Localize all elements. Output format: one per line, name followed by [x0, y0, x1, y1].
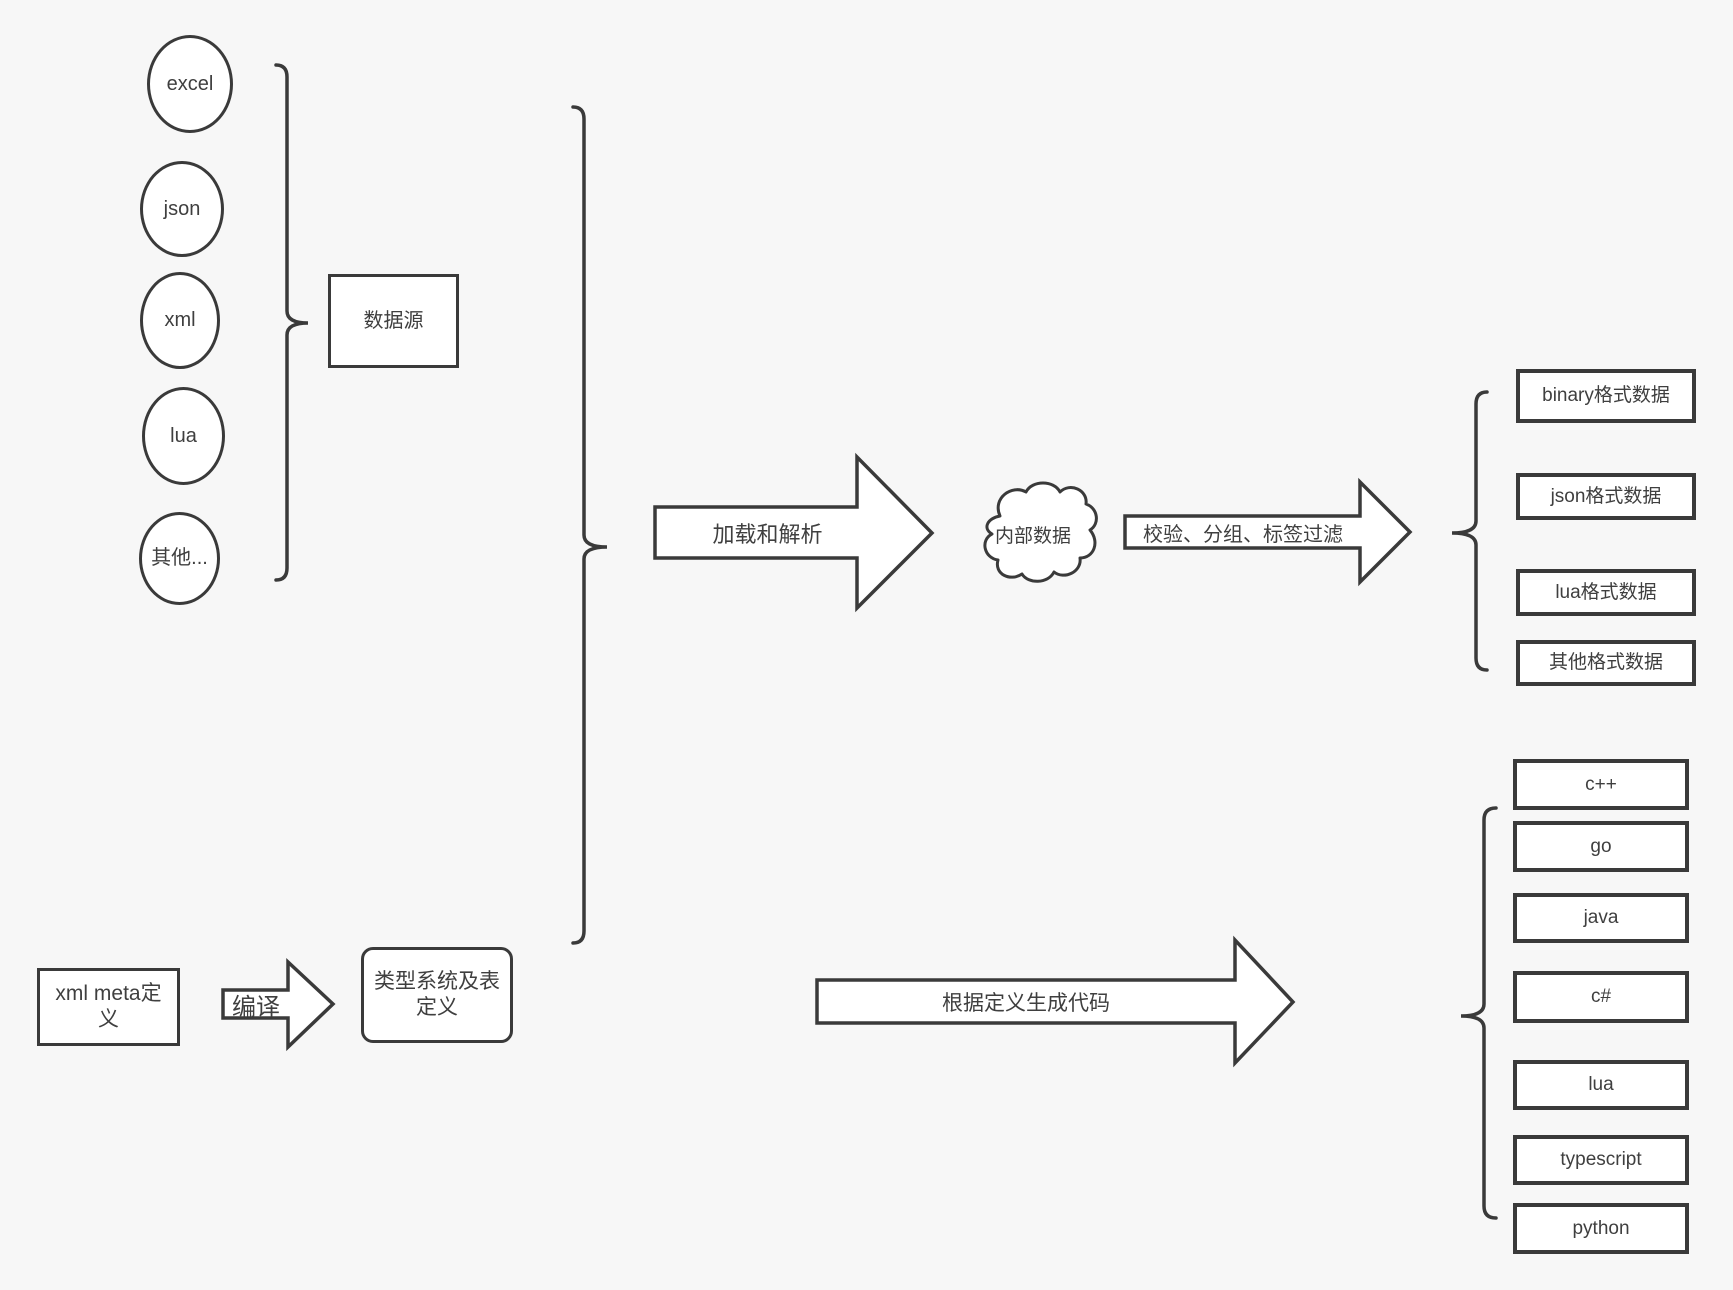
- output-formats-brace: [1451, 390, 1489, 672]
- language-box-java-label: java: [1583, 907, 1619, 929]
- sources-brace: [274, 63, 309, 582]
- source-node-excel-label: excel: [166, 72, 214, 95]
- xml-meta-definition-box-label: xml meta定 义: [55, 981, 162, 1031]
- compile-arrow-label: 编译: [232, 993, 280, 1021]
- source-node-other: 其他...: [139, 512, 220, 605]
- language-box-lua: lua: [1513, 1060, 1689, 1110]
- source-node-lua: lua: [142, 387, 225, 485]
- language-box-cpp: c++: [1513, 759, 1689, 810]
- language-box-python: python: [1513, 1203, 1689, 1254]
- source-node-excel: excel: [147, 35, 233, 133]
- data-source-box-label: 数据源: [363, 309, 424, 332]
- xml-meta-definition-box: xml meta定 义: [37, 968, 180, 1046]
- compile-arrow-shape: [221, 957, 336, 1052]
- output-box-binary: binary格式数据: [1516, 369, 1696, 423]
- language-box-csharp: c#: [1513, 971, 1689, 1023]
- language-box-csharp-label: c#: [1590, 986, 1612, 1008]
- output-box-other: 其他格式数据: [1516, 640, 1696, 686]
- language-box-python-label: python: [1572, 1217, 1630, 1239]
- source-node-other-label: 其他...: [151, 547, 208, 569]
- output-box-json: json格式数据: [1516, 473, 1696, 520]
- output-box-other-label: 其他格式数据: [1548, 652, 1663, 674]
- codegen-arrow-shape: [815, 935, 1296, 1068]
- output-box-binary-label: binary格式数据: [1542, 385, 1670, 407]
- output-box-lua-label: lua格式数据: [1555, 581, 1657, 603]
- internal-data-cloud-label: 内部数据: [994, 525, 1071, 547]
- filter-arrow-shape: [1123, 477, 1413, 587]
- source-node-xml: xml: [140, 272, 220, 369]
- output-box-lua: lua格式数据: [1516, 569, 1696, 616]
- source-node-json: json: [140, 161, 224, 257]
- load-parse-arrow-shape: [653, 452, 935, 613]
- language-box-java: java: [1513, 893, 1689, 943]
- type-system-box: 类型系统及表 定义: [361, 947, 513, 1043]
- language-box-typescript-label: typescript: [1560, 1149, 1642, 1171]
- language-box-lua-label: lua: [1588, 1074, 1614, 1096]
- language-box-cpp-label: c++: [1585, 773, 1617, 795]
- load-parse-arrow-label: 加载和解析: [712, 521, 823, 547]
- source-node-json-label: json: [163, 197, 201, 220]
- internal-data-cloud: [983, 481, 1098, 583]
- language-box-go-label: go: [1590, 835, 1612, 857]
- data-source-box: 数据源: [328, 274, 459, 368]
- languages-brace: [1460, 806, 1498, 1220]
- type-system-box-label: 类型系统及表 定义: [374, 969, 500, 1019]
- source-node-lua-label: lua: [170, 424, 197, 447]
- codegen-arrow-label: 根据定义生成代码: [942, 991, 1110, 1015]
- inputs-group-brace: [571, 105, 608, 945]
- language-box-typescript: typescript: [1513, 1135, 1689, 1185]
- filter-arrow-label: 校验、分组、标签过滤: [1143, 523, 1343, 546]
- language-box-go: go: [1513, 821, 1689, 872]
- source-node-xml-label: xml: [164, 309, 196, 331]
- output-box-json-label: json格式数据: [1550, 485, 1662, 507]
